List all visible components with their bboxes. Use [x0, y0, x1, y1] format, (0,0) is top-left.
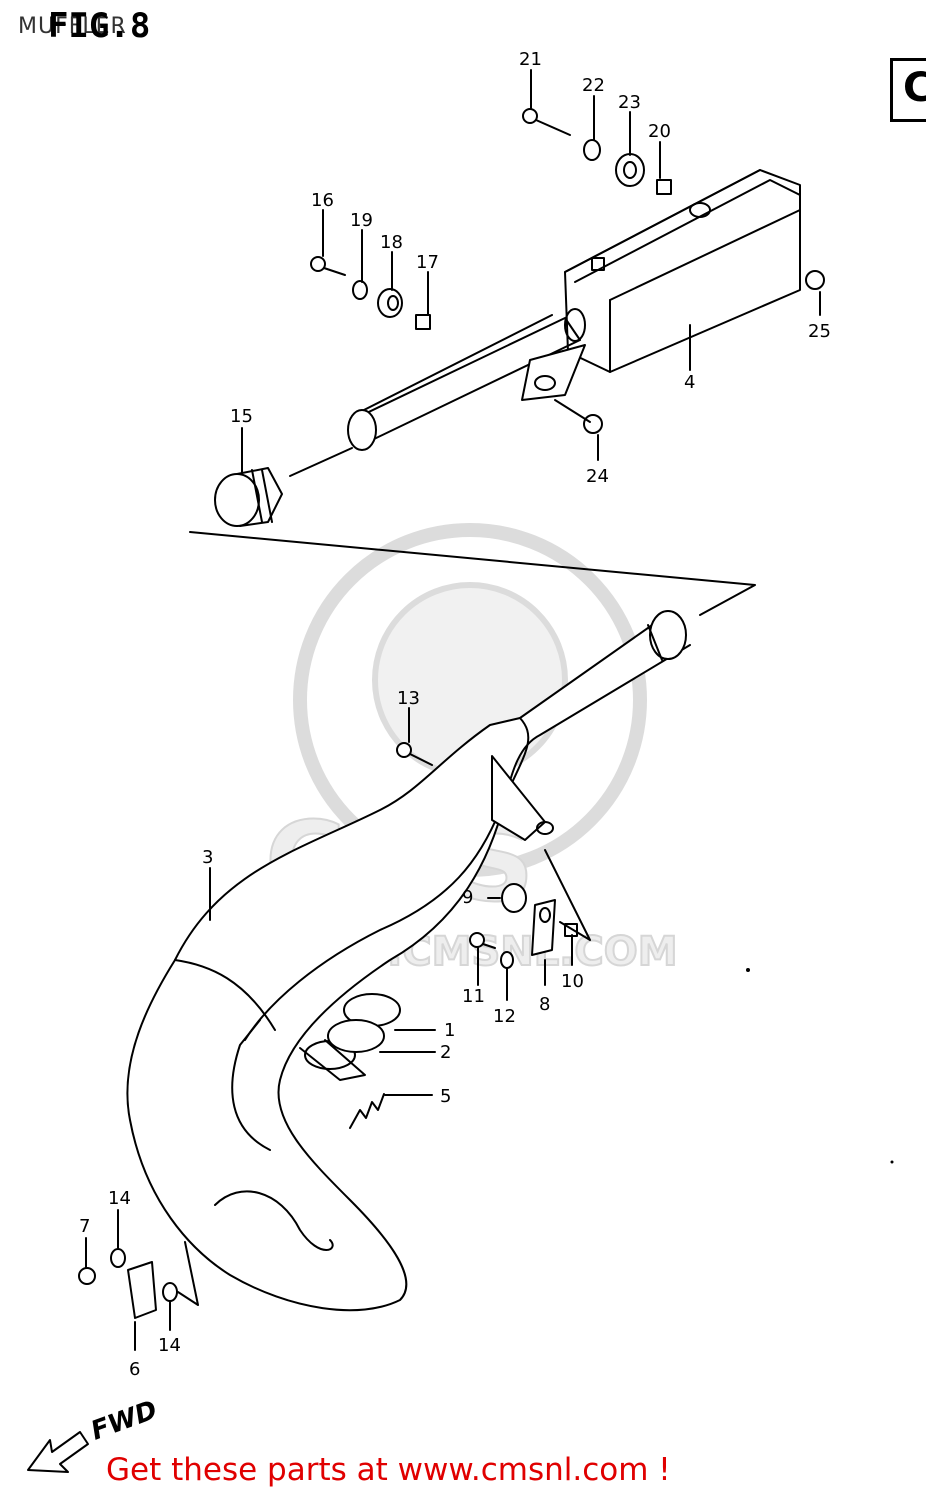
nut-7-icon[interactable] [78, 1267, 96, 1285]
callout-14-lower: 14 [158, 1335, 181, 1356]
figure-label: FIG.8 [48, 6, 151, 46]
exhaust-hanger-bracket[interactable] [491, 755, 554, 841]
grommet-23-icon[interactable] [615, 153, 645, 187]
muffler-bracket[interactable] [521, 344, 586, 401]
bolt-16-icon[interactable] [310, 256, 346, 276]
spring-5-icon[interactable] [349, 1093, 385, 1129]
callout-5: 5 [440, 1086, 451, 1107]
connector-pipe-15[interactable] [214, 467, 283, 527]
washer-12-icon[interactable] [500, 951, 514, 969]
washer-14b-icon[interactable] [162, 1282, 178, 1302]
nut-24-icon[interactable] [583, 414, 603, 434]
nut-25-icon[interactable] [805, 270, 825, 290]
bracket-8-icon[interactable] [531, 899, 556, 956]
forward-arrow-icon [27, 1431, 89, 1473]
callout-4: 4 [684, 372, 695, 393]
callout-18: 18 [380, 232, 403, 253]
stray-dot [746, 968, 750, 972]
callout-22: 22 [582, 75, 605, 96]
callout-24: 24 [586, 466, 609, 487]
callout-8: 8 [539, 994, 550, 1015]
callout-14-upper: 14 [108, 1188, 131, 1209]
callout-9: 9 [462, 887, 473, 908]
grommet-18-icon[interactable] [377, 288, 403, 318]
bracket-6-icon[interactable] [127, 1261, 157, 1319]
washer-22-icon[interactable] [583, 139, 601, 161]
callout-19: 19 [350, 210, 373, 231]
assembly-guide-line [189, 531, 756, 616]
callout-1: 1 [444, 1020, 455, 1041]
callout-6: 6 [129, 1359, 140, 1380]
bolt-11-icon[interactable] [469, 932, 496, 949]
exhaust-chamber[interactable] [126, 610, 691, 1312]
callout-21: 21 [519, 49, 542, 70]
callout-20: 20 [648, 121, 671, 142]
bolt-21-icon[interactable] [522, 108, 571, 136]
corner-tab: C [890, 58, 926, 122]
callout-23: 23 [618, 92, 641, 113]
callout-11: 11 [462, 986, 485, 1007]
bolt-13-icon[interactable] [396, 742, 433, 766]
callout-7: 7 [79, 1216, 90, 1237]
callout-12: 12 [493, 1006, 516, 1027]
forward-label: FWD [87, 1395, 161, 1446]
collar-17-icon[interactable] [415, 314, 431, 330]
stray-dot [890, 1160, 894, 1164]
callout-15: 15 [230, 406, 253, 427]
damper-9-icon[interactable] [501, 883, 527, 913]
muffler-silencer[interactable] [564, 169, 801, 373]
washer-19-icon[interactable] [352, 280, 368, 300]
callout-16: 16 [311, 190, 334, 211]
callout-13: 13 [397, 688, 420, 709]
collar-20-icon[interactable] [656, 179, 672, 195]
muffler-inlet-pipe[interactable] [347, 308, 586, 451]
promo-link[interactable]: Get these parts at www.cmsnl.com ! [106, 1452, 671, 1488]
washer-14-icon[interactable] [110, 1248, 126, 1268]
assembly-guide-line [289, 447, 353, 477]
callout-25: 25 [808, 321, 831, 342]
callout-17: 17 [416, 252, 439, 273]
callout-10: 10 [561, 971, 584, 992]
corner-letter: C [903, 65, 926, 111]
callout-3: 3 [202, 847, 213, 868]
section-title: MUFFLER [18, 14, 127, 39]
leader-lines [85, 69, 821, 1351]
gasket-2-icon[interactable] [327, 1019, 385, 1053]
callout-2: 2 [440, 1042, 451, 1063]
